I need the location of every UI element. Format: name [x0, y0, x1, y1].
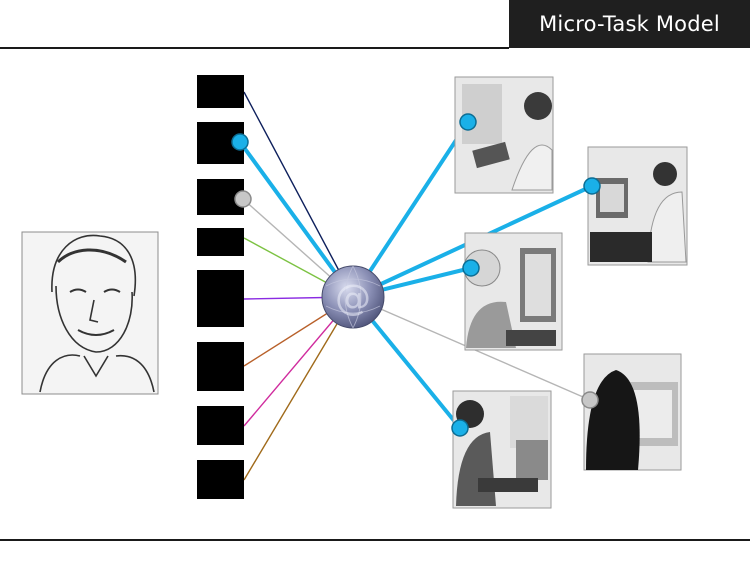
worker-photo-1 [454, 76, 554, 194]
worker-photo-3 [463, 232, 563, 351]
task-block-6 [197, 342, 244, 391]
task-block-1 [197, 75, 244, 108]
task-link-2 [238, 140, 355, 299]
worker-link-1 [351, 120, 470, 299]
internet-globe-icon: @ [321, 265, 385, 329]
task-connection-dot-2 [231, 133, 249, 151]
worker-connection-dot-3 [462, 259, 480, 277]
requester-portrait [21, 231, 159, 395]
worker-photo-4 [583, 353, 682, 471]
worker-connection-dot-5 [451, 419, 469, 437]
task-block-5 [197, 270, 244, 327]
task-connection-dot-3 [234, 190, 252, 208]
worker-photo-2 [587, 146, 688, 266]
task-links [238, 91, 355, 481]
task-block-8 [197, 460, 244, 499]
worker-connection-dot-1 [459, 113, 477, 131]
sketched-portrait-icon [39, 234, 155, 393]
slide-title-bar: Micro-Task Model [509, 0, 750, 48]
slide-title: Micro-Task Model [539, 12, 720, 36]
hub-at-symbol: @ [335, 278, 371, 319]
task-link-1 [243, 91, 354, 298]
worker-photo-5 [452, 390, 552, 509]
task-blocks [197, 75, 244, 499]
worker-connection-dot-2 [583, 177, 601, 195]
top-divider [0, 47, 509, 49]
worker-connection-dots [451, 113, 601, 437]
task-block-4 [197, 228, 244, 256]
task-link-8 [243, 296, 354, 481]
worker-connection-dot-4 [581, 391, 599, 409]
task-block-7 [197, 406, 244, 445]
bottom-divider [0, 539, 750, 541]
